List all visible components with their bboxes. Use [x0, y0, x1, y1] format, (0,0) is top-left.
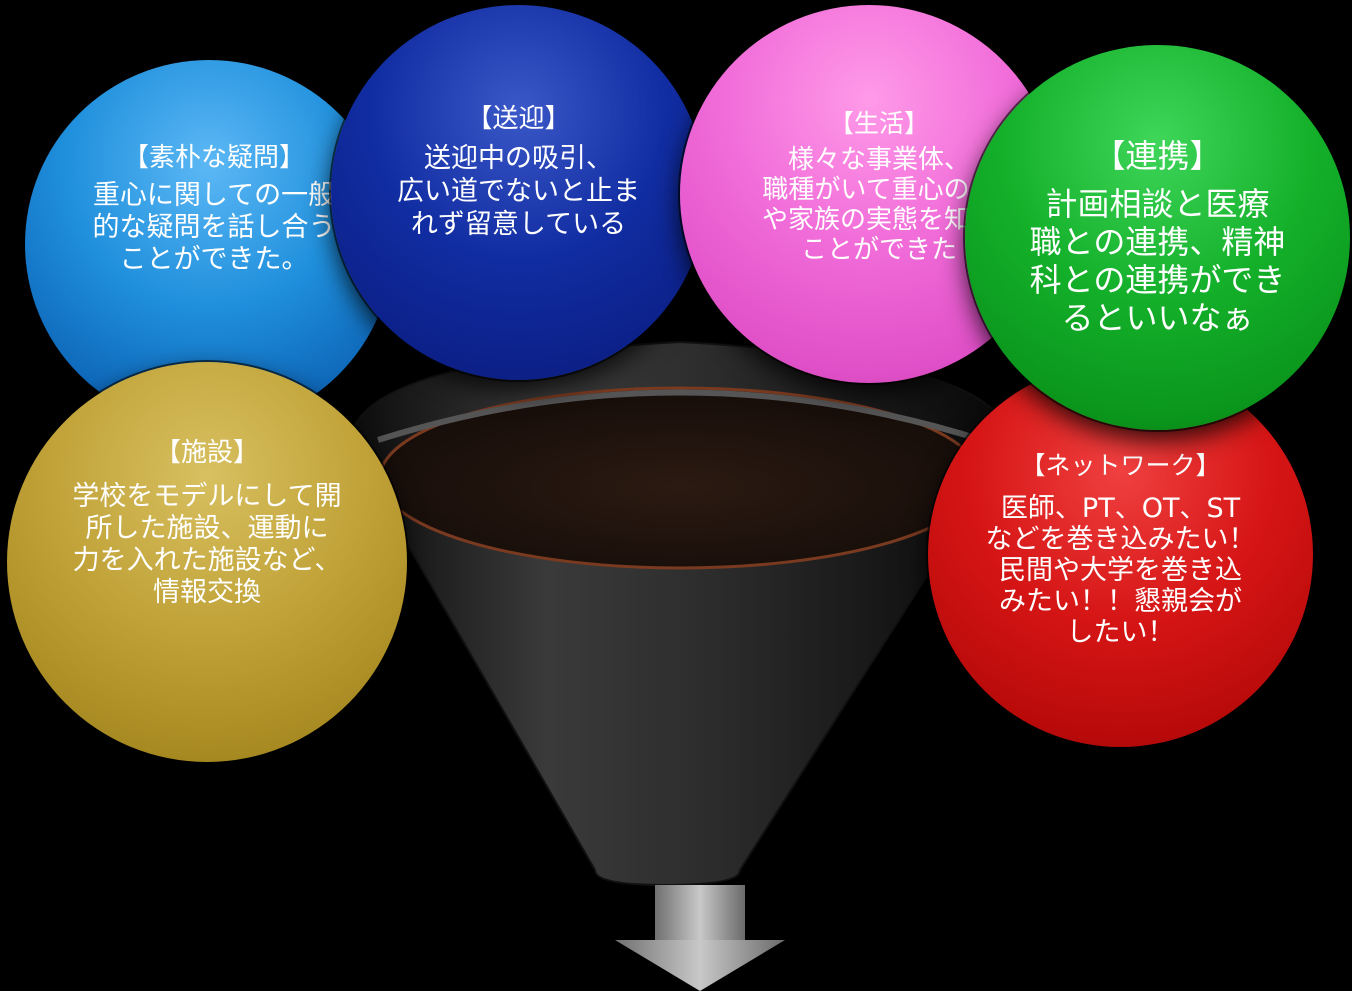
- bubble-network: 【ネットワーク】 医師、PT、OT、ST などを巻き込みたい！ 民間や大学を巻き…: [928, 362, 1313, 747]
- bubble-question-heading: 【素朴な疑問】: [122, 143, 305, 173]
- bubble-transport-body: 送迎中の吸引、 広い道でないと止ま れず留意している: [397, 143, 640, 240]
- down-arrow-icon: [615, 885, 785, 991]
- bubble-network-text: 【ネットワーク】 医師、PT、OT、ST などを巻き込みたい！ 民間や大学を巻き…: [968, 450, 1273, 648]
- bubble-link: 【連携】 計画相談と医療 職との連携、精神 科との連携ができ るといいなぁ: [965, 45, 1350, 430]
- bubble-facility: 【施設】 学校をモデルにして開 所した施設、運動に 力を入れた施設など、 情報交…: [7, 362, 407, 762]
- bubble-life-text: 【生活】 様々な事業体、 職種がいて重心の人 や家族の実態を知る ことができた: [730, 109, 1028, 265]
- bubble-network-heading: 【ネットワーク】: [1020, 451, 1221, 480]
- bubble-question-text: 【素朴な疑問】 重心に関しての一般 的な疑問を話し合う ことができた。: [65, 142, 363, 276]
- bubble-link-body: 計画相談と医療 職との連携、精神 科との連携ができ るといいなぁ: [1029, 185, 1286, 337]
- bubble-facility-heading: 【施設】: [154, 438, 259, 468]
- bubble-network-body: 医師、PT、OT、ST などを巻き込みたい！ 民間や大学を巻き込 みたい！！懇親…: [985, 493, 1256, 648]
- bubble-link-text: 【連携】 計画相談と医療 職との連携、精神 科との連携ができ るといいなぁ: [1005, 137, 1310, 337]
- bubble-facility-body: 学校をモデルにして開 所した施設、運動に 力を入れた施設など、 情報交換: [72, 481, 342, 608]
- bubble-life-heading: 【生活】: [828, 109, 929, 138]
- bubble-link-heading: 【連携】: [1093, 137, 1222, 175]
- bubble-facility-text: 【施設】 学校をモデルにして開 所した施設、運動に 力を入れた施設など、 情報交…: [47, 437, 367, 609]
- bubble-life-body: 様々な事業体、 職種がいて重心の人 や家族の実態を知る ことができた: [761, 145, 996, 265]
- bubble-transport: 【送迎】 送迎中の吸引、 広い道でないと止ま れず留意している: [331, 5, 706, 380]
- bubble-transport-heading: 【送迎】: [466, 104, 571, 134]
- funnel-rim: [377, 389, 983, 443]
- bubble-question-body: 重心に関しての一般 的な疑問を話し合う ことができた。: [92, 180, 336, 275]
- bubble-transport-text: 【送迎】 送迎中の吸引、 広い道でないと止ま れず留意している: [371, 103, 666, 241]
